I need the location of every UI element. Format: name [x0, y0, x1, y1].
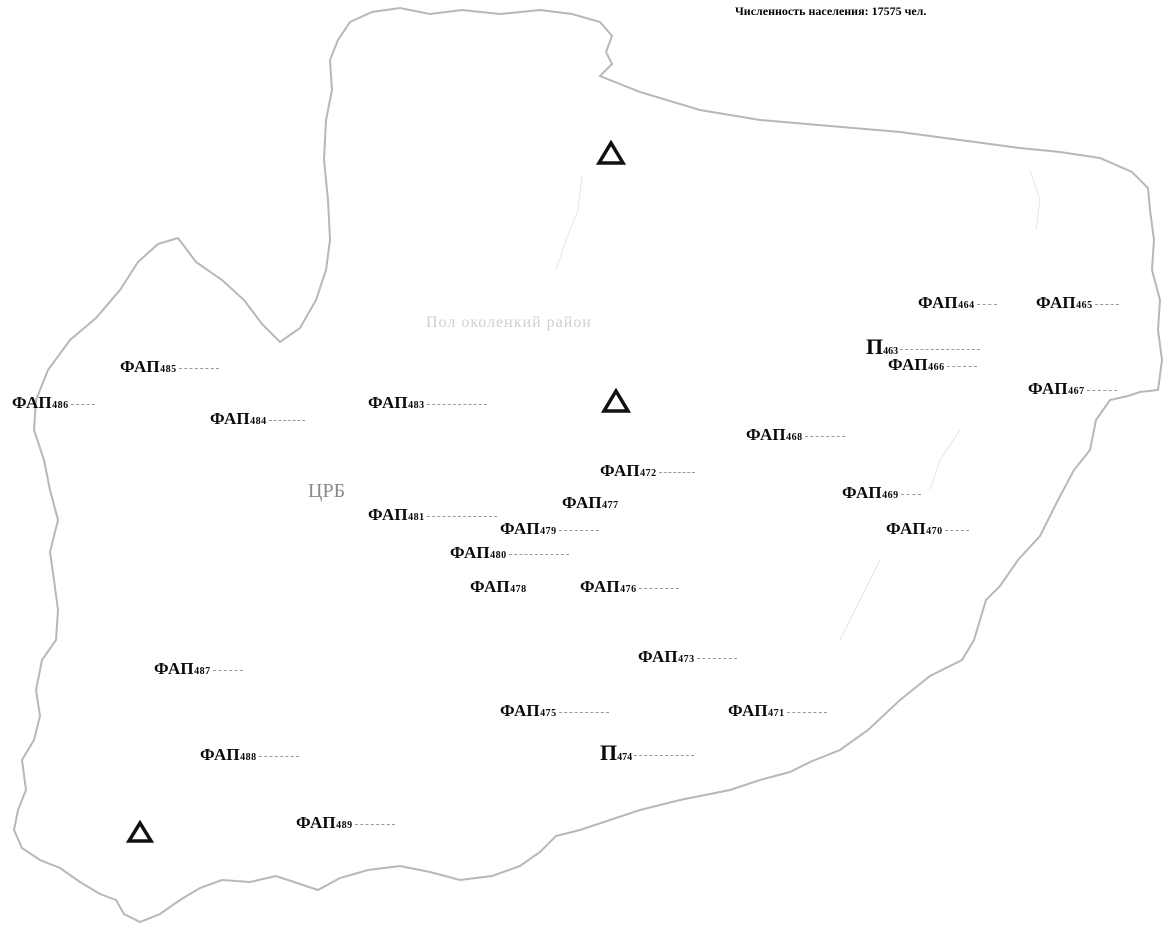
facility-label: ФАП469	[842, 484, 921, 501]
facility-label: ФАП486	[12, 394, 95, 411]
facility-label: ФАП485	[120, 358, 219, 375]
hospital-label: ЦРБ	[308, 480, 346, 502]
inner-road	[555, 169, 1041, 641]
district-name: Пол околенкий район	[426, 314, 592, 331]
facility-label: ФАП488	[200, 746, 299, 763]
facility-label: ФАП477	[562, 493, 619, 512]
facility-label: ФАП468	[746, 426, 845, 443]
facility-label: ФАП478	[470, 577, 527, 596]
marker-triangle-north	[596, 140, 626, 165]
marker-triangle-center	[601, 388, 631, 413]
facility-label: ФАП471	[728, 702, 827, 719]
facility-label: ФАП484	[210, 410, 305, 427]
facility-label: ФАП467	[1028, 380, 1117, 397]
marker-triangle-south	[126, 820, 154, 843]
facility-label: ФАП481	[368, 506, 497, 523]
facility-label: ФАП487	[154, 660, 243, 677]
facility-label: ФАП464	[918, 294, 997, 311]
facility-label: ФАП480	[450, 544, 569, 561]
facility-label: ФАП472	[600, 462, 695, 479]
facility-label: ФАП483	[368, 394, 487, 411]
facility-label: ФАП476	[580, 578, 679, 595]
facility-label: ФАП479	[500, 520, 599, 537]
facility-label: ФАП475	[500, 702, 609, 719]
facility-label: ФАП473	[638, 648, 737, 665]
facility-label: ФАП465	[1036, 294, 1119, 311]
facility-label: П463	[866, 336, 981, 358]
facility-label: ФАП489	[296, 814, 395, 831]
facility-label: ФАП466	[888, 356, 977, 373]
population-count: Численность населения: 17575 чел.	[735, 4, 927, 18]
district-boundary	[12, 6, 1164, 924]
facility-label: П474	[600, 742, 695, 764]
facility-label: ФАП470	[886, 520, 969, 537]
